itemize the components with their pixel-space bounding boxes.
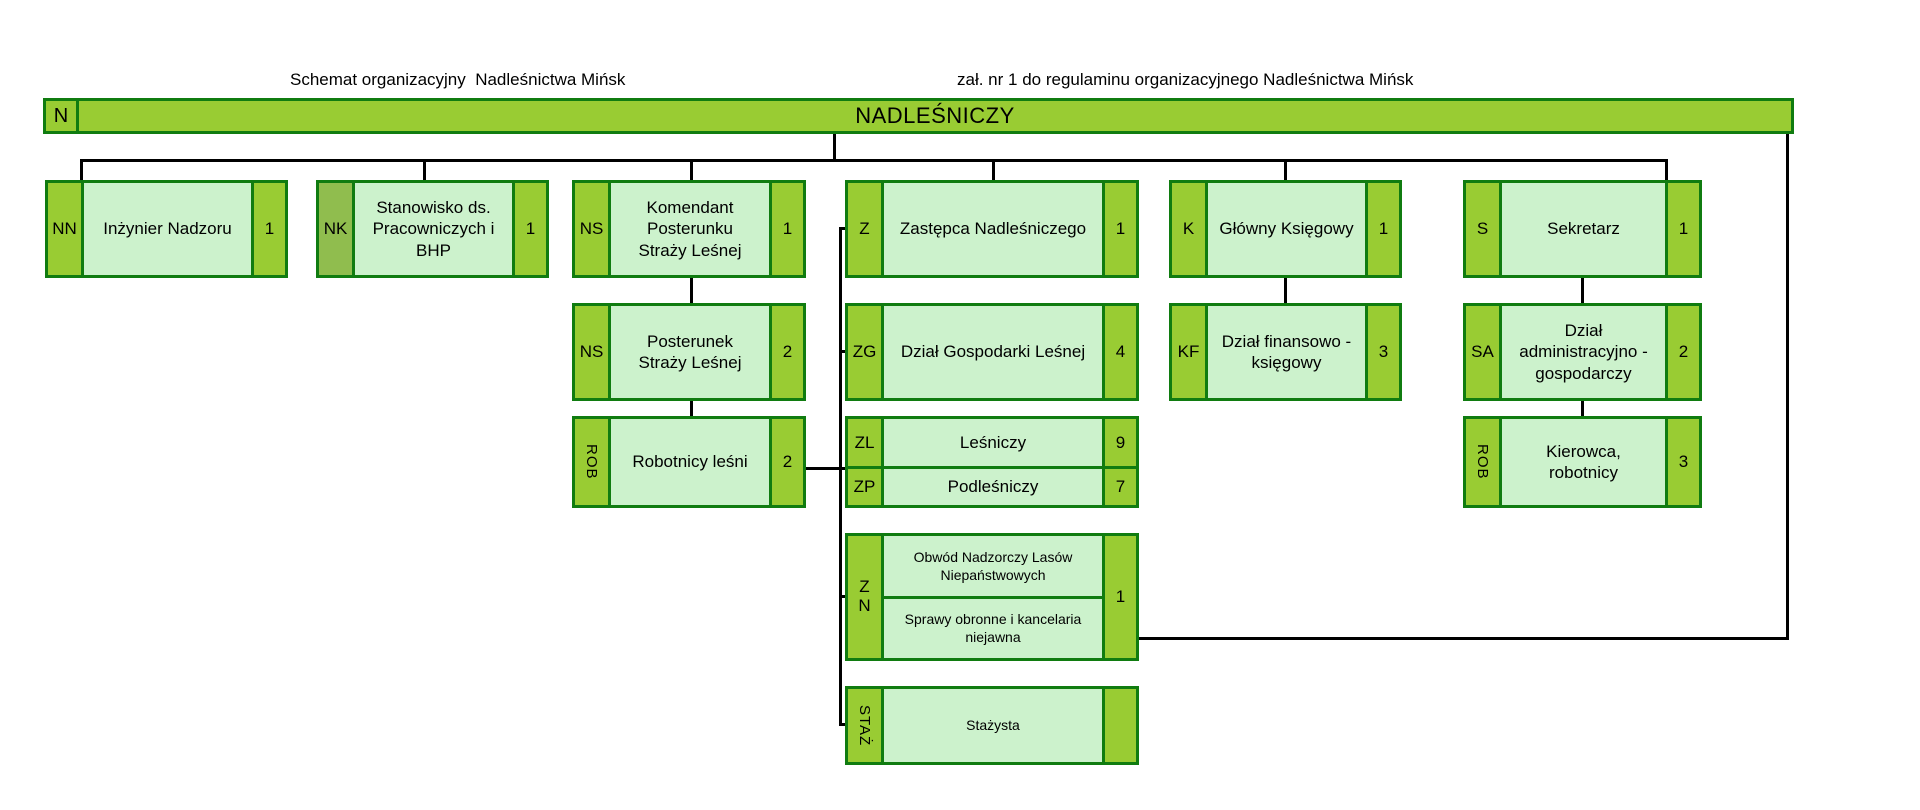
connector-line xyxy=(1284,159,1287,180)
box-count: 1 xyxy=(1665,183,1699,275)
connector-line xyxy=(1581,278,1584,303)
box-code: KF xyxy=(1172,306,1208,398)
box-count: 9 xyxy=(1102,419,1136,466)
org-box-lesniczy-podlesniczy: ZL Leśniczy 9 ZP Podleśniczy 7 xyxy=(845,416,1139,508)
box-label: Podleśniczy xyxy=(947,477,1039,497)
chart-title: Schemat organizacyjny Nadleśnictwa Mińsk xyxy=(290,70,626,89)
chart-attachment-note: zał. nr 1 do regulaminu organizacyjnego … xyxy=(957,70,1414,89)
connector-line xyxy=(690,401,693,416)
org-row-podlesniczy: ZP Podleśniczy 7 xyxy=(848,469,1136,505)
zn-label-bottom: Sprawy obronne i kancelaria niejawna xyxy=(884,595,1102,659)
box-code: ZL xyxy=(848,419,884,466)
org-box-nadlesniczy: N NADLEŚNICZY xyxy=(43,98,1794,134)
org-box-stazysta: STAŻ Stażysta xyxy=(845,686,1139,765)
box-label: Robotnicy leśni xyxy=(632,452,748,472)
box-code: N xyxy=(46,101,79,131)
box-label: Leśniczy xyxy=(959,432,1027,452)
connector-line xyxy=(1786,134,1789,640)
connector-line xyxy=(839,350,847,353)
zn-label-top: Obwód Nadzorczy Lasów Niepaństwowych xyxy=(913,548,1073,583)
box-label: Zastępca Nadleśniczego xyxy=(899,219,1087,239)
connector-line xyxy=(690,159,693,180)
box-label: Kierowca, robotnicy xyxy=(1546,441,1621,482)
box-code: ZG xyxy=(848,306,884,398)
org-box-inzynier-nadzoru: NN Inżynier Nadzoru 1 xyxy=(45,180,288,278)
box-count: 1 xyxy=(1102,536,1136,658)
box-label: Dział administracyjno - gospodarczy xyxy=(1519,321,1648,383)
box-label: Stażysta xyxy=(966,716,1020,733)
box-code: ROB xyxy=(575,419,611,505)
org-row-lesniczy: ZL Leśniczy 9 xyxy=(848,419,1136,469)
box-count: 1 xyxy=(1365,183,1399,275)
box-title: NADLEŚNICZY xyxy=(855,103,1015,128)
org-box-dzial-finansowo-ksiegowy: KF Dział finansowo - księgowy 3 xyxy=(1169,303,1402,401)
box-code: Z N xyxy=(848,536,884,658)
box-count: 7 xyxy=(1102,469,1136,505)
zn-label-column: Obwód Nadzorczy Lasów Niepaństwowych Spr… xyxy=(884,536,1102,658)
box-code: ZP xyxy=(848,469,884,505)
org-box-komendant-strazy: NS Komendant Posterunku Straży Leśnej 1 xyxy=(572,180,806,278)
org-box-zn: Z N Obwód Nadzorczy Lasów Niepaństwowych… xyxy=(845,533,1139,661)
connector-line xyxy=(806,467,847,470)
connector-line xyxy=(992,159,995,180)
box-count: 2 xyxy=(1665,306,1699,398)
connector-line xyxy=(833,134,836,160)
box-label: Komendant Posterunku Straży Leśnej xyxy=(638,198,742,260)
org-box-stanowisko-bhp: NK Stanowisko ds. Pracowniczych i BHP 1 xyxy=(316,180,549,278)
connector-line xyxy=(1139,637,1789,640)
box-code: Z xyxy=(848,183,884,275)
box-count xyxy=(1102,689,1136,762)
org-box-posterunek-strazy: NS Posterunek Straży Leśnej 2 xyxy=(572,303,806,401)
connector-line xyxy=(839,227,847,230)
box-count: 1 xyxy=(769,183,803,275)
box-label: Dział Gospodarki Leśnej xyxy=(900,342,1086,362)
connector-line xyxy=(80,159,1668,162)
org-box-robotnicy-lesni: ROB Robotnicy leśni 2 xyxy=(572,416,806,508)
box-label: Dział finansowo - księgowy xyxy=(1221,331,1352,372)
org-box-dzial-gospodarki-lesnej: ZG Dział Gospodarki Leśnej 4 xyxy=(845,303,1139,401)
org-box-dzial-administracyjno-gospodarczy: SA Dział administracyjno - gospodarczy 2 xyxy=(1463,303,1702,401)
box-code: NS xyxy=(575,183,611,275)
box-code: S xyxy=(1466,183,1502,275)
box-code: STAŻ xyxy=(848,689,884,762)
box-code: K xyxy=(1172,183,1208,275)
box-code: SA xyxy=(1466,306,1502,398)
connector-line xyxy=(423,159,426,180)
connector-line xyxy=(839,227,842,726)
connector-line xyxy=(839,723,847,726)
box-count: 1 xyxy=(251,183,285,275)
org-box-kierowca-robotnicy: ROB Kierowca, robotnicy 3 xyxy=(1463,416,1702,508)
box-code: ROB xyxy=(1466,419,1502,505)
connector-line xyxy=(690,278,693,303)
org-box-sekretarz: S Sekretarz 1 xyxy=(1463,180,1702,278)
box-code: NK xyxy=(319,183,355,275)
box-code: NS xyxy=(575,306,611,398)
box-label: Posterunek Straży Leśnej xyxy=(638,331,742,372)
org-box-glowny-ksiegowy: K Główny Księgowy 1 xyxy=(1169,180,1402,278)
box-code: NN xyxy=(48,183,84,275)
box-label: Stanowisko ds. Pracowniczych i BHP xyxy=(372,198,495,260)
connector-line xyxy=(1665,159,1668,180)
connector-line xyxy=(1284,278,1287,303)
box-label: Główny Księgowy xyxy=(1219,219,1354,239)
connector-line xyxy=(1581,401,1584,416)
box-count: 3 xyxy=(1365,306,1399,398)
box-count: 1 xyxy=(1102,183,1136,275)
box-label: Sekretarz xyxy=(1547,219,1620,239)
box-count: 1 xyxy=(512,183,546,275)
box-label: Inżynier Nadzoru xyxy=(103,219,232,239)
box-count: 4 xyxy=(1102,306,1136,398)
connector-line xyxy=(80,159,83,180)
connector-line xyxy=(839,595,847,598)
box-count: 3 xyxy=(1665,419,1699,505)
box-count: 2 xyxy=(769,419,803,505)
org-box-zastepca-nadlesniczego: Z Zastępca Nadleśniczego 1 xyxy=(845,180,1139,278)
box-count: 2 xyxy=(769,306,803,398)
